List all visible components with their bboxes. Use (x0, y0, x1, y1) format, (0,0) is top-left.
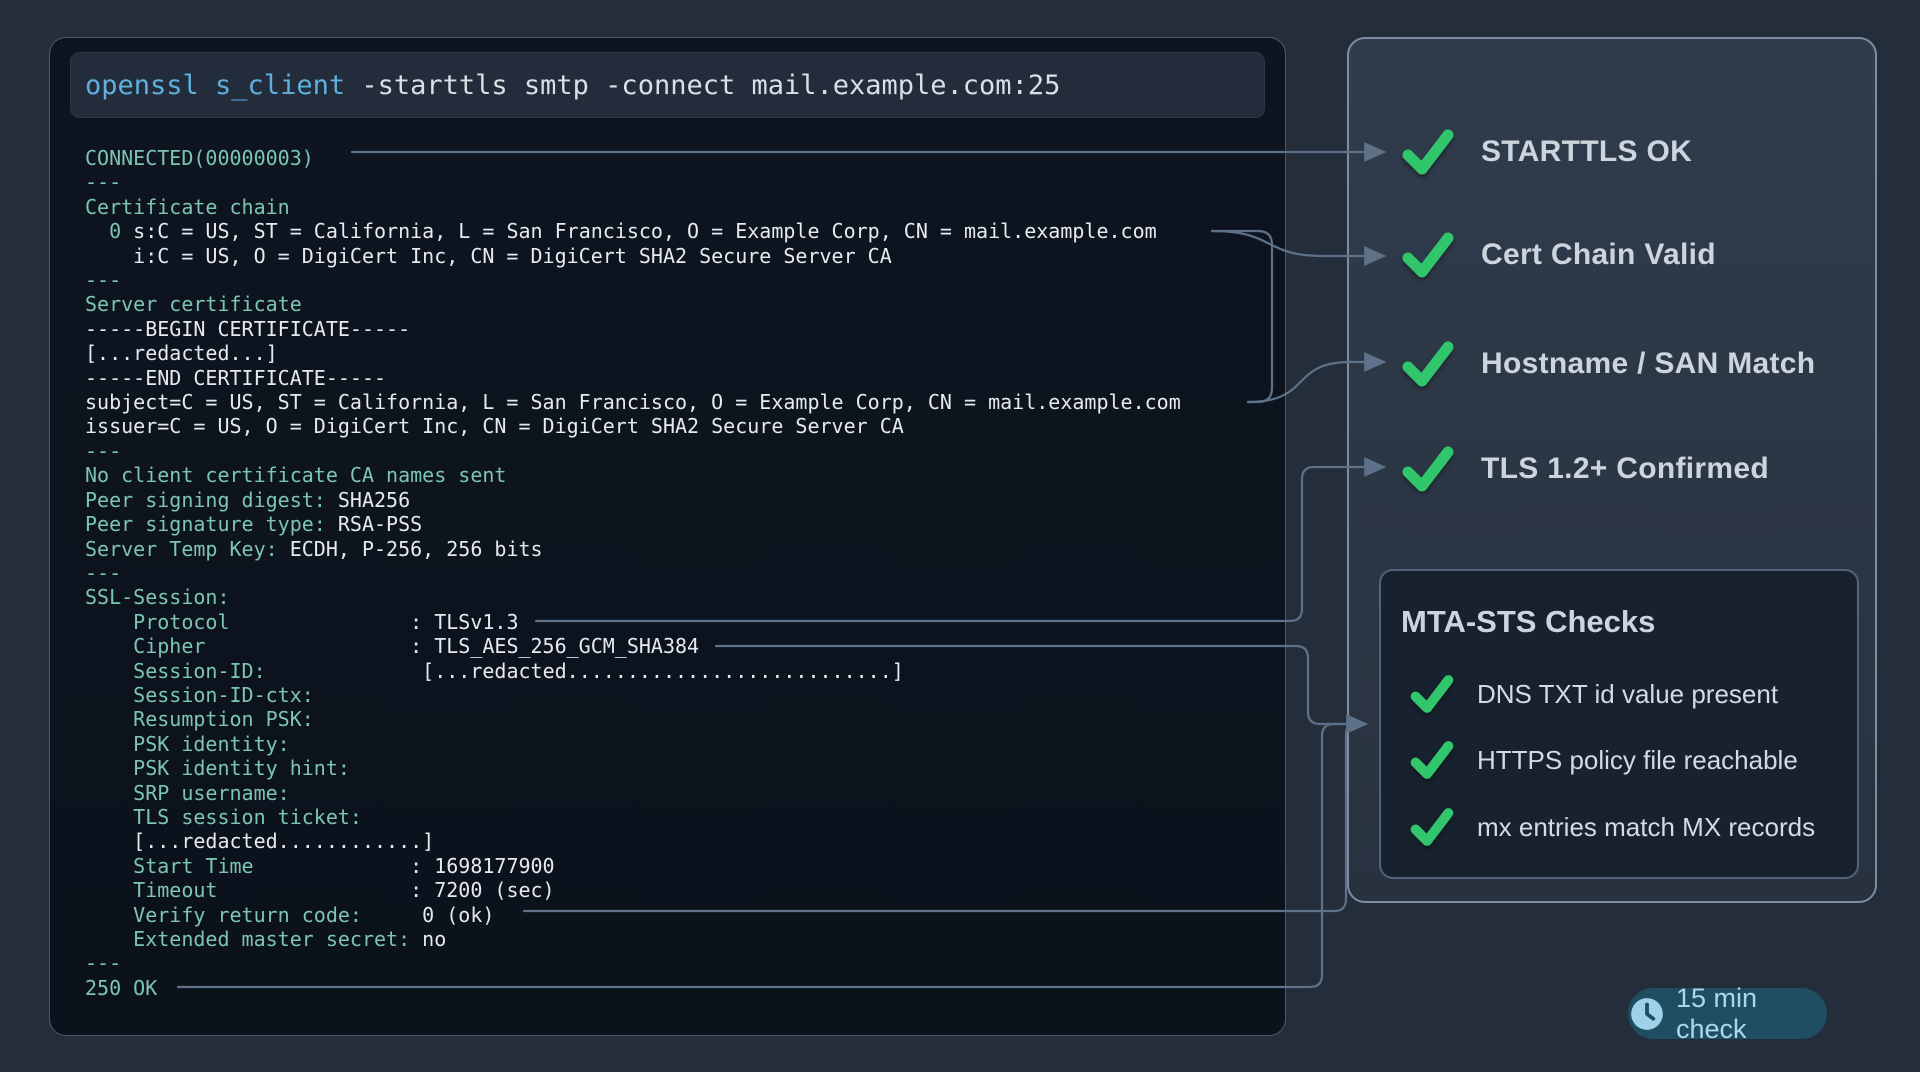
check-item-starttls: STARTTLS OK (1400, 124, 1692, 180)
clock-icon (1628, 995, 1666, 1033)
checkmark-icon (1400, 124, 1456, 180)
checkmark-icon (1409, 671, 1455, 717)
command-program: openssl s_client (85, 69, 346, 101)
status-badge: 15 min check (1628, 983, 1827, 1044)
mta-item-dns-txt: DNS TXT id value present (1409, 671, 1778, 717)
terminal-window: openssl s_client -starttls smtp -connect… (49, 37, 1286, 1036)
check-label: Hostname / SAN Match (1481, 347, 1816, 380)
checkmark-icon (1400, 227, 1456, 283)
check-label: STARTTLS OK (1481, 135, 1693, 168)
checkmark-icon (1409, 737, 1455, 783)
terminal-output: CONNECTED(00000003) --- Certificate chai… (85, 146, 1181, 1000)
check-label: Cert Chain Valid (1481, 238, 1716, 271)
mta-label: DNS TXT id value present (1477, 678, 1779, 709)
checks-panel: STARTTLS OK Cert Chain Valid Hostname / … (1347, 37, 1877, 903)
command-bar: openssl s_client -starttls smtp -connect… (70, 52, 1265, 118)
checkmark-icon (1400, 336, 1456, 392)
mta-label: mx entries match MX records (1477, 811, 1816, 842)
check-item-cert-chain: Cert Chain Valid (1400, 227, 1716, 283)
mta-item-mx-records: mx entries match MX records (1409, 804, 1815, 850)
mta-sts-box: MTA-STS Checks DNS TXT id value present … (1379, 569, 1859, 879)
mta-sts-title: MTA-STS Checks (1401, 604, 1656, 639)
checkmark-icon (1400, 441, 1456, 497)
badge-label: 15 min check (1676, 982, 1758, 1044)
checkmark-icon (1409, 804, 1455, 850)
command-args: -starttls smtp -connect mail.example.com… (345, 69, 1061, 101)
check-item-hostname-san: Hostname / SAN Match (1400, 336, 1815, 392)
mta-item-https-policy: HTTPS policy file reachable (1409, 737, 1798, 783)
check-item-tls-version: TLS 1.2+ Confirmed (1400, 441, 1769, 497)
check-label: TLS 1.2+ Confirmed (1481, 452, 1769, 485)
mta-label: HTTPS policy file reachable (1477, 744, 1798, 775)
